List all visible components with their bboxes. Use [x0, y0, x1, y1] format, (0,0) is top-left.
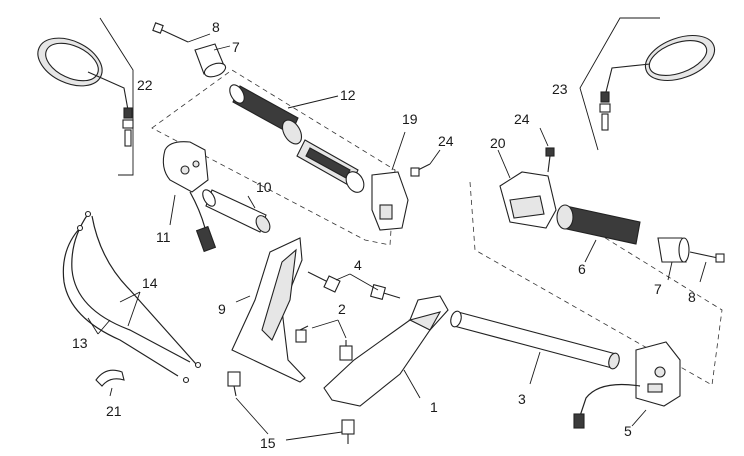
right-mirror [579, 17, 716, 151]
callout-11: 11 [156, 229, 171, 245]
callout-9: 9 [218, 301, 226, 317]
callout-23: 23 [552, 81, 568, 97]
callout-20: 20 [490, 135, 506, 151]
right-switch-housing [573, 341, 681, 429]
left-throttle-sleeve [202, 189, 271, 233]
left-mirror [37, 17, 134, 176]
callout-10: 10 [256, 179, 272, 195]
left-master-clamp [371, 131, 409, 231]
callout-7-left: 7 [232, 39, 240, 55]
callout-24-left: 24 [438, 133, 454, 149]
cable-clip [95, 369, 125, 397]
riser-screws-lower [295, 319, 353, 361]
callout-2: 2 [338, 301, 346, 317]
callout-21: 21 [106, 403, 122, 419]
left-bar-end-bolt [152, 22, 211, 43]
callout-3: 3 [518, 391, 526, 407]
callout-24-right: 24 [514, 111, 530, 127]
handlebar-tube [450, 310, 620, 385]
right-grip [556, 204, 641, 263]
riser-screws-bottom [227, 371, 355, 444]
callout-8-right: 8 [688, 289, 696, 305]
right-handlebar-group-outline [469, 181, 723, 386]
callout-22: 22 [137, 77, 153, 93]
callout-14: 14 [142, 275, 158, 291]
callout-4: 4 [354, 257, 362, 273]
callout-8-left: 8 [212, 19, 220, 35]
callout-1: 1 [430, 399, 438, 415]
control-cables [62, 210, 202, 384]
left-switch-housing [162, 141, 217, 253]
left-throttle-grip [296, 139, 365, 193]
left-riser-cover [231, 237, 306, 383]
left-bar-end-weight [194, 43, 231, 78]
callout-6: 6 [578, 261, 586, 277]
callout-12: 12 [340, 87, 356, 103]
riser-screws-upper [307, 271, 401, 301]
right-master-clamp [497, 149, 557, 229]
callout-5: 5 [624, 423, 632, 439]
left-grip [229, 84, 339, 145]
right-bar-end-weight [657, 237, 690, 281]
left-clamp-screw [410, 149, 441, 177]
right-riser [323, 295, 449, 407]
right-clamp-screw [539, 127, 555, 173]
callout-13: 13 [72, 335, 88, 351]
right-bar-end-bolt [689, 251, 725, 283]
callout-7-right: 7 [654, 281, 662, 297]
callout-15: 15 [260, 435, 276, 451]
callout-19: 19 [402, 111, 418, 127]
